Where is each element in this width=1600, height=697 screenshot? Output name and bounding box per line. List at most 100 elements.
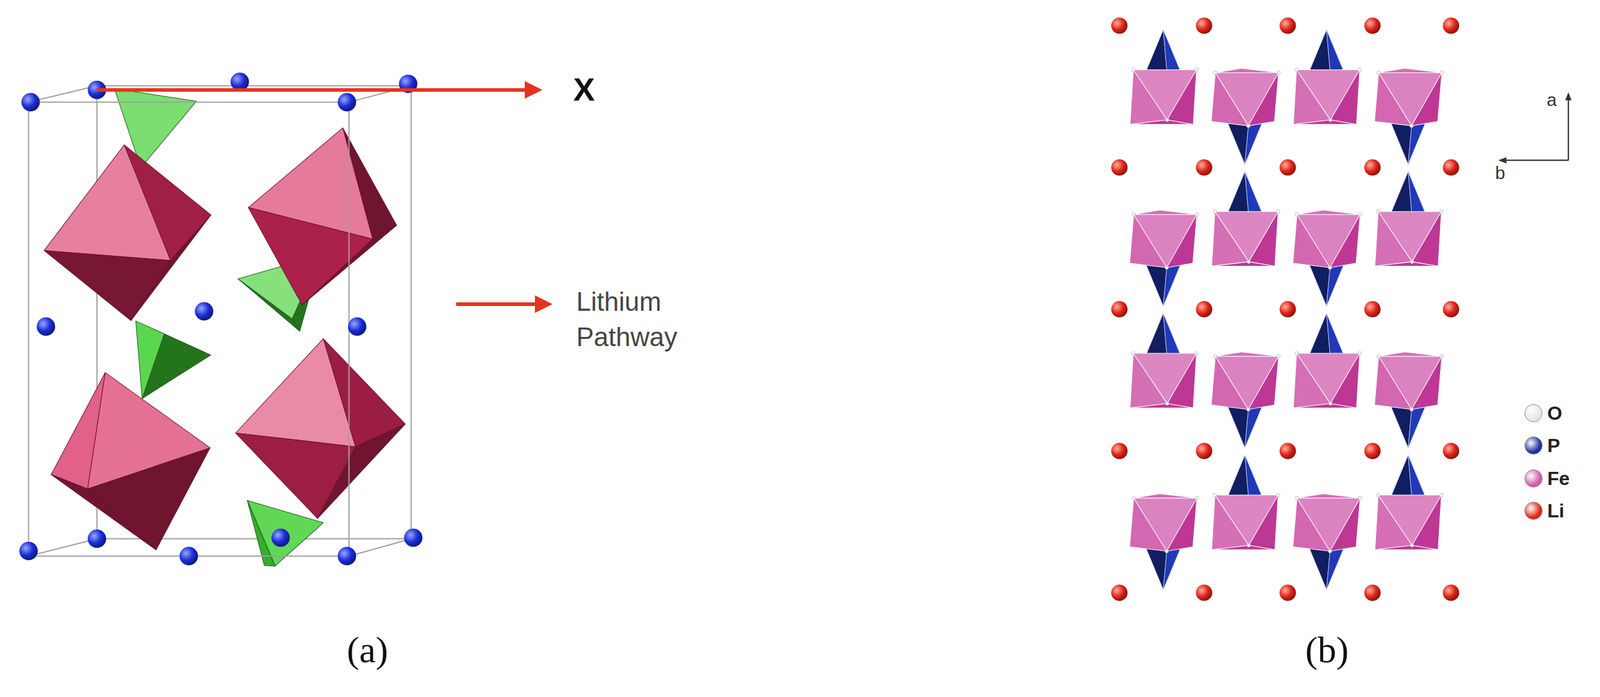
oxygen-atom	[1195, 212, 1199, 217]
oxygen-atom	[1276, 493, 1281, 498]
iron-octahedron-face	[1211, 261, 1275, 266]
iron-octahedron-face	[1129, 70, 1167, 125]
axis-label: a	[1546, 89, 1557, 111]
iron-octahedron-face	[1374, 261, 1438, 266]
phosphate-tetrahedron-face	[135, 321, 165, 399]
x-direction-arrow	[97, 88, 540, 92]
iron-octahedron-face	[1296, 210, 1360, 215]
cell-front-face	[28, 102, 350, 557]
lithium-atom	[1364, 159, 1381, 176]
pathway-label: Lithium Pathway	[576, 283, 721, 356]
oxygen-atom	[1440, 70, 1444, 75]
lithium-atom	[1279, 17, 1296, 34]
iron-octahedron-face	[1248, 211, 1279, 266]
iron-octahedron-face	[1292, 498, 1330, 552]
oxygen-atom	[1358, 212, 1363, 217]
oxygen-atom	[1132, 212, 1136, 217]
iron-octahedron-face	[1211, 72, 1249, 126]
iron-octahedron-face	[1166, 70, 1197, 125]
oxygen-atom	[1410, 259, 1414, 264]
iron-octahedron-face	[1411, 72, 1442, 126]
oxygen-atom	[1409, 407, 1414, 412]
lithium-atom	[1111, 443, 1128, 460]
iron-octahedron-face	[248, 207, 374, 306]
oxygen-atom	[1165, 401, 1169, 406]
lithium-atom	[36, 317, 56, 337]
lithium-atom	[1364, 17, 1381, 34]
iron-octahedron-face	[1166, 214, 1197, 268]
iron-octahedron-face	[235, 433, 356, 519]
oxygen-atom	[1328, 549, 1332, 553]
polyhedra-b	[1129, 29, 1444, 591]
lithium-atom	[1364, 443, 1381, 460]
lithium-atom	[404, 528, 423, 548]
iron-octahedron-face	[1330, 70, 1360, 125]
oxygen-atom	[1195, 496, 1199, 501]
iron-octahedron-face	[50, 475, 156, 551]
lithium-atom	[1195, 443, 1212, 460]
lithium-atom	[1443, 159, 1460, 176]
iron-octahedron-face	[1296, 493, 1360, 498]
oxygen-atom	[1376, 209, 1381, 214]
lithium-atom	[1279, 584, 1296, 601]
iron-octahedron-face	[1133, 493, 1197, 498]
iron-octahedron-face	[1215, 352, 1279, 357]
lithium-atom	[348, 317, 367, 337]
iron-octahedron-face	[1411, 495, 1442, 550]
oxygen-atom	[1376, 70, 1381, 75]
oxygen-atom	[1294, 351, 1299, 356]
oxygen-atom	[1194, 67, 1199, 72]
legend-swatch	[1524, 469, 1543, 488]
oxygen-atom	[1276, 70, 1281, 75]
legend-label: P	[1547, 436, 1560, 456]
iron-octahedron-face	[1129, 403, 1193, 408]
oxygen-atom	[1409, 123, 1414, 128]
axis-label: b	[1495, 162, 1506, 184]
iron-octahedron-face	[1129, 353, 1167, 408]
axis-a-arrow	[1567, 94, 1569, 161]
oxygen-atom	[1165, 265, 1169, 270]
lithium-atom	[19, 542, 38, 561]
pathway-arrow	[455, 302, 549, 307]
legend-swatch	[1524, 501, 1543, 520]
oxygen-atom	[1439, 209, 1444, 214]
iron-octahedron-face	[1411, 356, 1442, 410]
axis-b-arrow	[1499, 159, 1569, 162]
oxygen-atom	[1194, 351, 1199, 356]
legend-label: O	[1547, 403, 1563, 423]
iron-octahedron-face	[44, 250, 171, 321]
lithium-atom	[1279, 159, 1296, 176]
lithium-atom	[87, 529, 107, 549]
oxygen-atom	[1328, 118, 1333, 122]
iron-octahedron-face	[1329, 498, 1360, 552]
cell-edge	[28, 539, 98, 557]
iron-octahedron-face	[1374, 72, 1412, 126]
oxygen-atom	[1357, 67, 1362, 72]
lithium-atom	[1443, 301, 1460, 318]
iron-octahedron-face	[1215, 68, 1279, 73]
iron-octahedron-face	[1293, 70, 1331, 125]
oxygen-atom	[1132, 496, 1136, 501]
iron-octahedron-face	[1166, 498, 1197, 552]
lithium-spheres-a	[19, 72, 423, 566]
cell-edge	[349, 539, 412, 557]
oxygen-atom	[1246, 123, 1251, 128]
oxygen-atom	[1328, 401, 1333, 406]
iron-octahedron-face	[1330, 353, 1360, 408]
phosphate-tetrahedron-face	[237, 279, 300, 332]
lithium-atom	[1443, 584, 1460, 601]
lithium-atom	[1195, 301, 1212, 318]
legend-swatch	[1524, 404, 1543, 423]
oxygen-atom	[1295, 496, 1299, 501]
oxygen-atom	[1358, 496, 1363, 501]
polyhedra-a	[44, 88, 406, 567]
oxygen-atom	[1213, 209, 1217, 214]
iron-octahedron-face	[1129, 119, 1193, 124]
legend-label: Li	[1547, 501, 1565, 521]
lithium-atom	[1111, 17, 1128, 34]
oxygen-atom	[1357, 351, 1362, 356]
lithium-atom	[1195, 159, 1212, 176]
lithium-atom	[1111, 301, 1128, 318]
iron-octahedron-face	[1211, 211, 1249, 266]
